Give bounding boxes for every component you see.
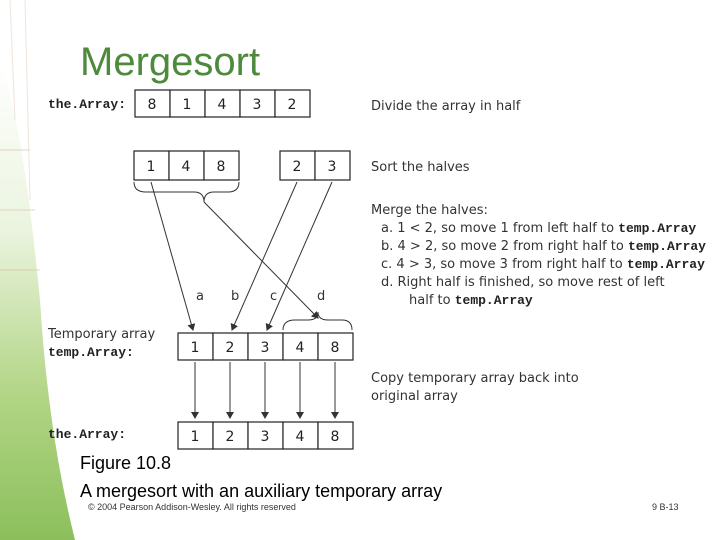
row1-label: the.Array: [48,97,126,112]
temp-cell [212,332,249,361]
final-array-label: the.Array: [48,427,126,442]
temp-array-label: Temporary array [47,327,155,342]
left-half-value: 1 [147,159,156,175]
row1-cell [134,89,171,118]
note-copy-line1: Copy temporary array back into [371,371,579,386]
note-copy-line2: original array [371,389,458,404]
temp-cell [247,332,284,361]
temp-array: 1 2 3 4 8 [177,332,354,361]
merge-line-d [203,201,319,319]
copyright-notice: © 2004 Pearson Addison-Wesley. All right… [88,502,296,512]
merge-line-a [150,181,196,331]
step-label-a: a [196,289,204,304]
row1-cell [239,89,276,118]
final-value: 8 [331,429,340,445]
rest-brace [282,311,353,331]
step-label-d: d [317,289,325,304]
note-merge-b: b. 4 > 2, so move 2 from right half to t… [381,239,706,254]
temp-value: 2 [226,340,235,356]
left-half-value: 8 [217,159,226,175]
temp-array-code-label: temp.Array: [48,345,134,360]
figure-caption-text: A mergesort with an auxiliary temporary … [80,481,443,501]
temp-value: 3 [261,340,270,356]
note-merge-title: Merge the halves: [371,203,488,218]
row1-cell [169,89,206,118]
merge-line-b [230,181,298,331]
final-value: 3 [261,429,270,445]
slide-title: Mergesort [80,40,261,84]
page-number: 9 B-13 [652,502,679,512]
left-half-brace [133,181,240,203]
row1-cell [274,89,311,118]
final-cell [282,421,319,450]
final-cell [212,421,249,450]
right-half-array: 2 3 [279,150,351,181]
figure-caption-number: Figure 10.8 [80,453,172,473]
temp-value: 4 [296,340,305,356]
note-sort: Sort the halves [371,160,470,175]
row1-value: 8 [148,97,157,113]
final-value: 2 [226,429,235,445]
note-merge-c: c. 4 > 3, so move 3 from right half to t… [381,257,705,272]
left-half-value: 4 [182,159,191,175]
row1-value: 4 [218,97,227,113]
note-divide: Divide the array in half [371,99,521,114]
final-array: 1 2 3 4 8 [177,421,354,450]
left-half-cell [168,150,205,181]
step-label-c: c [270,289,277,304]
row1-value: 2 [288,97,297,113]
final-value: 1 [191,429,200,445]
note-merge-a: a. 1 < 2, so move 1 from left half to te… [381,221,696,236]
merge-line-c [265,181,333,331]
row1-array: 8 1 4 3 2 [134,89,311,118]
note-merge-d2: half to temp.Array [409,293,533,308]
right-half-cell [279,150,316,181]
row1-value: 3 [253,97,262,113]
right-half-cell [314,150,351,181]
temp-value: 1 [191,340,200,356]
note-merge-d: d. Right half is finished, so move rest … [381,275,665,290]
temp-cell [317,332,354,361]
temp-cell [282,332,319,361]
right-half-value: 2 [293,159,302,175]
right-half-value: 3 [328,159,337,175]
final-cell [247,421,284,450]
temp-cell [177,332,214,361]
row1-value: 1 [183,97,192,113]
final-value: 4 [296,429,305,445]
final-cell [177,421,214,450]
left-half-cell [133,150,170,181]
final-cell [317,421,354,450]
step-label-b: b [231,289,239,304]
left-half-array: 1 4 8 [133,150,240,181]
left-half-cell [203,150,240,181]
temp-value: 8 [331,340,340,356]
